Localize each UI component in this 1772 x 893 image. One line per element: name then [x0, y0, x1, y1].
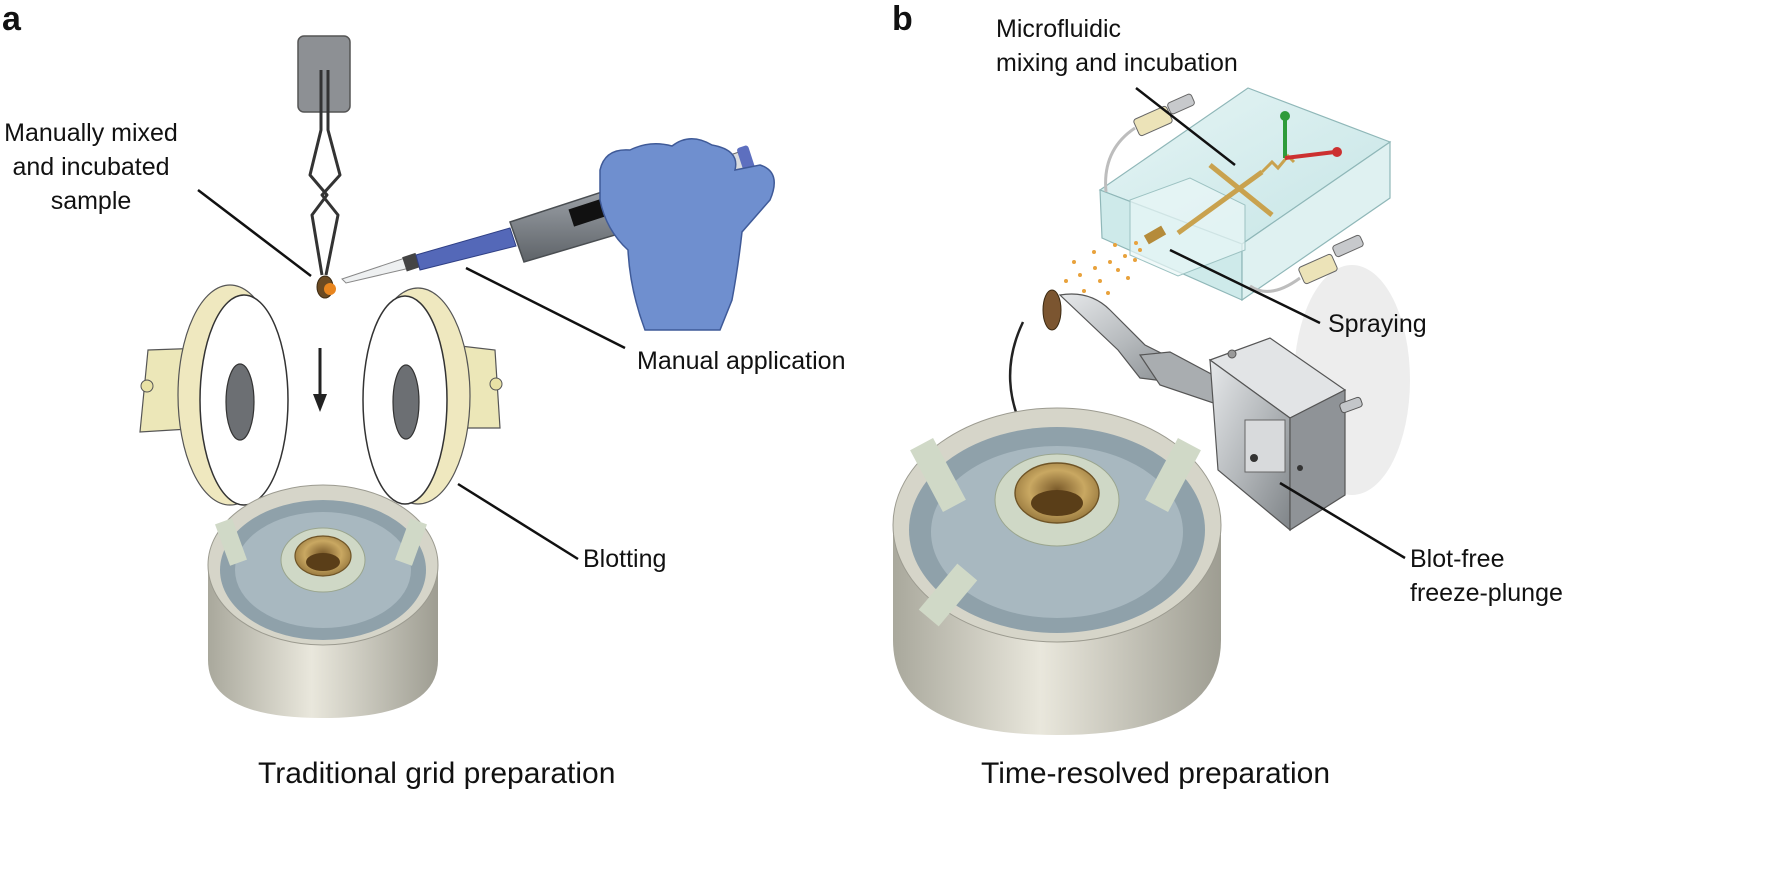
leader-line-application — [465, 266, 626, 350]
cryogen-container-large — [892, 407, 1222, 735]
label-manually-mixed-sample: Manually mixed and incubated sample — [0, 116, 182, 218]
glove-icon — [599, 138, 775, 331]
label-blot-free-plunge: Blot-free freeze-plunge — [1410, 542, 1563, 610]
label-sample-line2: and incubated — [12, 153, 170, 181]
label-manual-application: Manual application — [637, 347, 846, 375]
panel-a-letter: a — [2, 0, 21, 38]
sample-drop-icon — [324, 283, 336, 295]
sprayed-grid-icon — [1042, 289, 1062, 331]
microfluidic-chip — [1098, 87, 1392, 302]
pipette-shaft — [415, 227, 517, 271]
panel-a-illustration — [139, 35, 775, 718]
leader-line-mixing — [1135, 87, 1236, 166]
leader-line-plunge — [1279, 481, 1406, 560]
label-plunge-line1: Blot-free — [1410, 545, 1505, 573]
label-plunge-line2: freeze-plunge — [1410, 579, 1563, 607]
panel-b-illustration — [892, 87, 1410, 735]
label-mixing-line2: mixing and incubation — [996, 49, 1238, 77]
inlet-connector-bottom — [1298, 234, 1364, 285]
pipette-tip — [341, 257, 411, 284]
leader-line-spraying — [1169, 248, 1321, 325]
cryogen-container — [207, 484, 439, 718]
label-mixing-line1: Microfluidic — [996, 15, 1122, 43]
down-arrow-icon — [313, 348, 327, 412]
leader-line-blotting — [457, 482, 579, 561]
right-blotter — [362, 287, 503, 505]
label-microfluidic-mixing: Microfluidic mixing and incubation — [996, 12, 1238, 80]
inlet-tube-top — [1104, 126, 1136, 193]
caption-time-resolved: Time-resolved preparation — [981, 757, 1331, 790]
caption-traditional: Traditional grid preparation — [258, 757, 616, 790]
spray-icon — [1064, 241, 1142, 307]
label-sample-line3: sample — [50, 187, 132, 215]
left-blotter — [139, 284, 289, 506]
leader-line-sample — [197, 189, 312, 277]
freeze-plunger — [1208, 337, 1363, 532]
panel-b-letter: b — [892, 0, 913, 38]
label-sample-line1: Manually mixed — [4, 119, 178, 147]
label-spraying: Spraying — [1328, 310, 1427, 338]
tweezers-holder — [297, 35, 351, 113]
inlet-tube-bottom — [1249, 276, 1301, 293]
label-blotting: Blotting — [583, 545, 667, 573]
tweezers-icon — [308, 70, 342, 276]
